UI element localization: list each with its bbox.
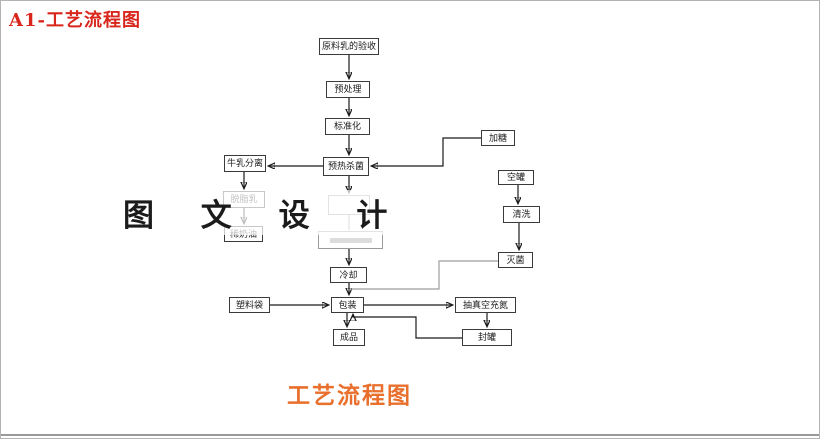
edge-sugar-preheat: [372, 137, 481, 166]
flow-node-sterilization: 灭菌: [498, 252, 533, 268]
page-title: A1-工艺流程图: [9, 10, 141, 31]
edge-sterilize-pack: [351, 260, 498, 290]
flow-node-can-sealing: 封罐: [462, 329, 512, 346]
illegible-text-smear: [329, 237, 372, 243]
site-watermark: 图 文 设 计: [117, 190, 499, 235]
flow-node-pretreatment: 预处理: [326, 81, 370, 98]
flow-node-cooling: 冷却: [330, 267, 367, 283]
flow-node-standardization: 标准化: [325, 118, 370, 135]
bottom-border-line: [1, 434, 819, 436]
flow-node-washing: 清洗: [503, 206, 540, 223]
edge-seal-pack-return: [353, 315, 462, 339]
diagram-caption: 工艺流程图: [287, 382, 412, 408]
flow-node-milk-separation: 牛乳分离: [224, 155, 266, 172]
flow-node-preheat-sterilization: 预热杀菌: [323, 157, 369, 176]
flow-node-vacuum-nitrogen-fill: 抽真空充氮: [455, 297, 516, 313]
flow-node-plastic-bag: 塑料袋: [229, 297, 270, 313]
flow-node-raw-milk-acceptance: 原料乳的验收: [319, 38, 379, 55]
flow-node-packaging: 包装: [331, 297, 364, 313]
flow-node-empty-can: 空罐: [498, 170, 534, 185]
flow-node-add-sugar: 加糖: [481, 130, 515, 146]
flow-node-finished-product: 成品: [333, 329, 365, 346]
